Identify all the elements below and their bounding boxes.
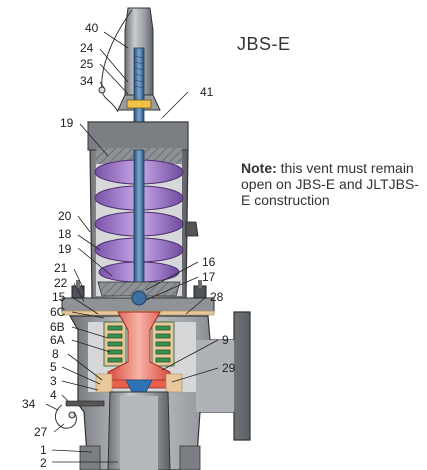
note-label: Note: bbox=[241, 160, 277, 176]
callout-5: 5 bbox=[50, 360, 57, 374]
callout-40: 40 bbox=[85, 21, 99, 35]
callout-9: 9 bbox=[222, 333, 229, 347]
callout-15: 15 bbox=[52, 290, 66, 304]
seal-tag bbox=[68, 411, 76, 419]
callout-16: 16 bbox=[202, 255, 216, 269]
callout-29: 29 bbox=[222, 361, 236, 375]
seal-tag-top bbox=[98, 86, 106, 94]
nozzle bbox=[107, 391, 171, 470]
callout-24: 24 bbox=[80, 41, 94, 55]
callout-19-lower: 19 bbox=[58, 242, 72, 256]
callout-41: 41 bbox=[200, 85, 214, 99]
spring-washer bbox=[97, 281, 181, 297]
vent-plug bbox=[185, 221, 199, 237]
callout-28: 28 bbox=[210, 290, 224, 304]
vent-note: Note: this vent must remain open on JBS-… bbox=[241, 160, 421, 208]
callout-25: 25 bbox=[80, 57, 94, 71]
callout-20: 20 bbox=[58, 209, 72, 223]
callout-8: 8 bbox=[52, 347, 59, 361]
callout-1: 1 bbox=[40, 443, 47, 457]
callout-21: 21 bbox=[54, 261, 68, 275]
callout-34-lower: 34 bbox=[22, 397, 36, 411]
callout-34-top: 34 bbox=[80, 74, 94, 88]
callout-19-top: 19 bbox=[60, 116, 74, 130]
callout-27: 27 bbox=[34, 425, 48, 439]
callout-18: 18 bbox=[58, 227, 72, 241]
stem-ball bbox=[131, 290, 147, 306]
callout-6a: 6A bbox=[50, 333, 65, 347]
callout-3: 3 bbox=[50, 374, 57, 388]
callout-4: 4 bbox=[50, 388, 57, 402]
callout-2: 2 bbox=[40, 456, 47, 470]
note-text: this vent must remain open on JBS-E and … bbox=[241, 160, 419, 208]
lock-nut bbox=[126, 99, 152, 109]
bellows bbox=[103, 321, 175, 367]
screw-thread-lines bbox=[133, 55, 145, 89]
callout-6c: 6C bbox=[50, 305, 66, 319]
callout-6b: 6B bbox=[50, 320, 65, 334]
callout-22: 22 bbox=[54, 276, 68, 290]
callout-17: 17 bbox=[202, 270, 216, 284]
seal-wire-lower bbox=[55, 404, 77, 429]
spindle bbox=[133, 149, 145, 301]
leader-lines bbox=[45, 31, 219, 463]
model-title: JBS-E bbox=[237, 34, 291, 54]
ring-pin bbox=[65, 400, 105, 407]
